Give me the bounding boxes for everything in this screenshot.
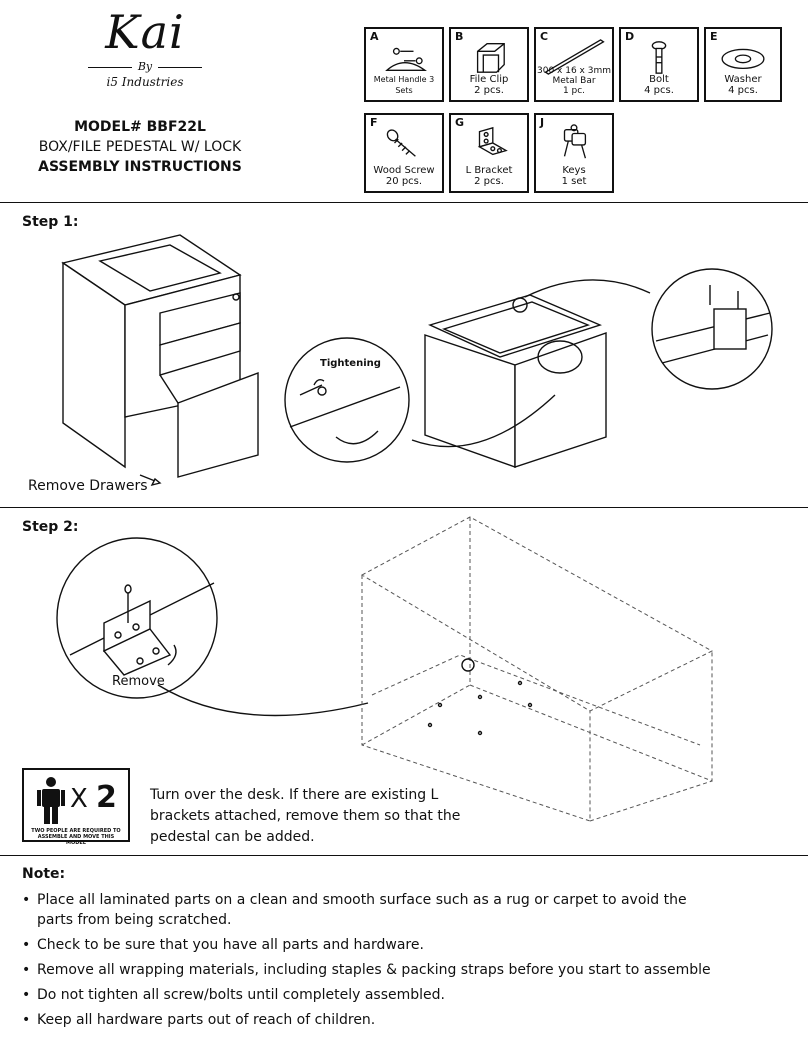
washer-icon	[721, 48, 765, 70]
wood-screw-icon	[386, 129, 416, 157]
file-clip-icon	[476, 43, 505, 73]
step-2-title: Step 2:	[22, 519, 79, 535]
flow-arrow	[411, 394, 556, 448]
step-2-instruction: Turn over the desk. If there are existin…	[150, 787, 461, 845]
tightening-detail	[284, 337, 410, 463]
model-number: MODEL# BBF22L	[74, 119, 206, 135]
part-letter: C	[540, 30, 549, 43]
remove-label: Remove	[112, 674, 165, 689]
step-1-illustration	[61, 234, 773, 487]
brand-name: Kai	[105, 5, 185, 59]
part-letter: A	[370, 30, 379, 43]
divider	[0, 507, 808, 508]
bolt-icon	[651, 41, 667, 74]
remove-bracket-detail	[56, 537, 218, 699]
part-letter: E	[710, 30, 718, 43]
person-icon	[37, 777, 65, 824]
l-bracket-icon	[477, 126, 508, 156]
part-letter: G	[455, 116, 465, 129]
flow-arrow	[157, 684, 369, 717]
list-item: Do not tighten all screw/bolts until com…	[22, 985, 722, 1005]
flow-arrow	[524, 279, 651, 298]
people-multiplier: X	[70, 784, 88, 814]
part-a: A Metal Handle 3 Sets	[364, 27, 444, 102]
people-note: TWO PEOPLE ARE REQUIRED TO ASSEMBLE AND …	[31, 828, 121, 846]
list-item: Remove all wrapping materials, including…	[22, 960, 722, 980]
step-1-caption: Remove Drawers	[28, 478, 148, 494]
brand-company: i5 Industries	[106, 75, 184, 89]
divider	[0, 855, 808, 856]
brand-by: By	[70, 60, 220, 73]
part-letter: B	[455, 30, 464, 43]
list-item: Check to be sure that you have all parts…	[22, 935, 722, 955]
brand-logo: Kai By i5 Industries	[70, 8, 220, 89]
product-name: BOX/FILE PEDESTAL W/ LOCK	[38, 139, 242, 155]
pedestal-cabinet	[61, 234, 259, 478]
part-letter: J	[540, 116, 545, 129]
tightening-label: Tightening	[320, 358, 381, 369]
notes-list: Place all laminated parts on a clean and…	[22, 890, 722, 1035]
list-item: Place all laminated parts on a clean and…	[22, 890, 722, 930]
handle-icon	[385, 47, 427, 71]
list-item: Keep all hardware parts out of reach of …	[22, 1010, 722, 1030]
two-people-badge: X 2 TWO PEOPLE ARE REQUIRED TO ASSEMBLE …	[22, 768, 130, 846]
metal-bar-icon	[544, 39, 605, 75]
step-1-title: Step 1:	[22, 214, 79, 230]
step-2-illustration	[56, 516, 714, 822]
part-letter: D	[625, 30, 635, 43]
file-clip-detail	[651, 268, 773, 390]
part-letter: F	[370, 116, 378, 129]
desk-outline	[360, 516, 714, 822]
title-block: MODEL# BBF22L BOX/FILE PEDESTAL W/ LOCK …	[20, 117, 260, 177]
keys-icon	[563, 124, 587, 159]
people-count: 2	[96, 780, 117, 815]
divider	[0, 202, 808, 203]
drawer-box	[424, 294, 607, 468]
part-label: Metal Handle 3 Sets	[373, 75, 435, 95]
notes-title: Note:	[22, 866, 66, 882]
page-title: ASSEMBLY INSTRUCTIONS	[38, 159, 242, 175]
